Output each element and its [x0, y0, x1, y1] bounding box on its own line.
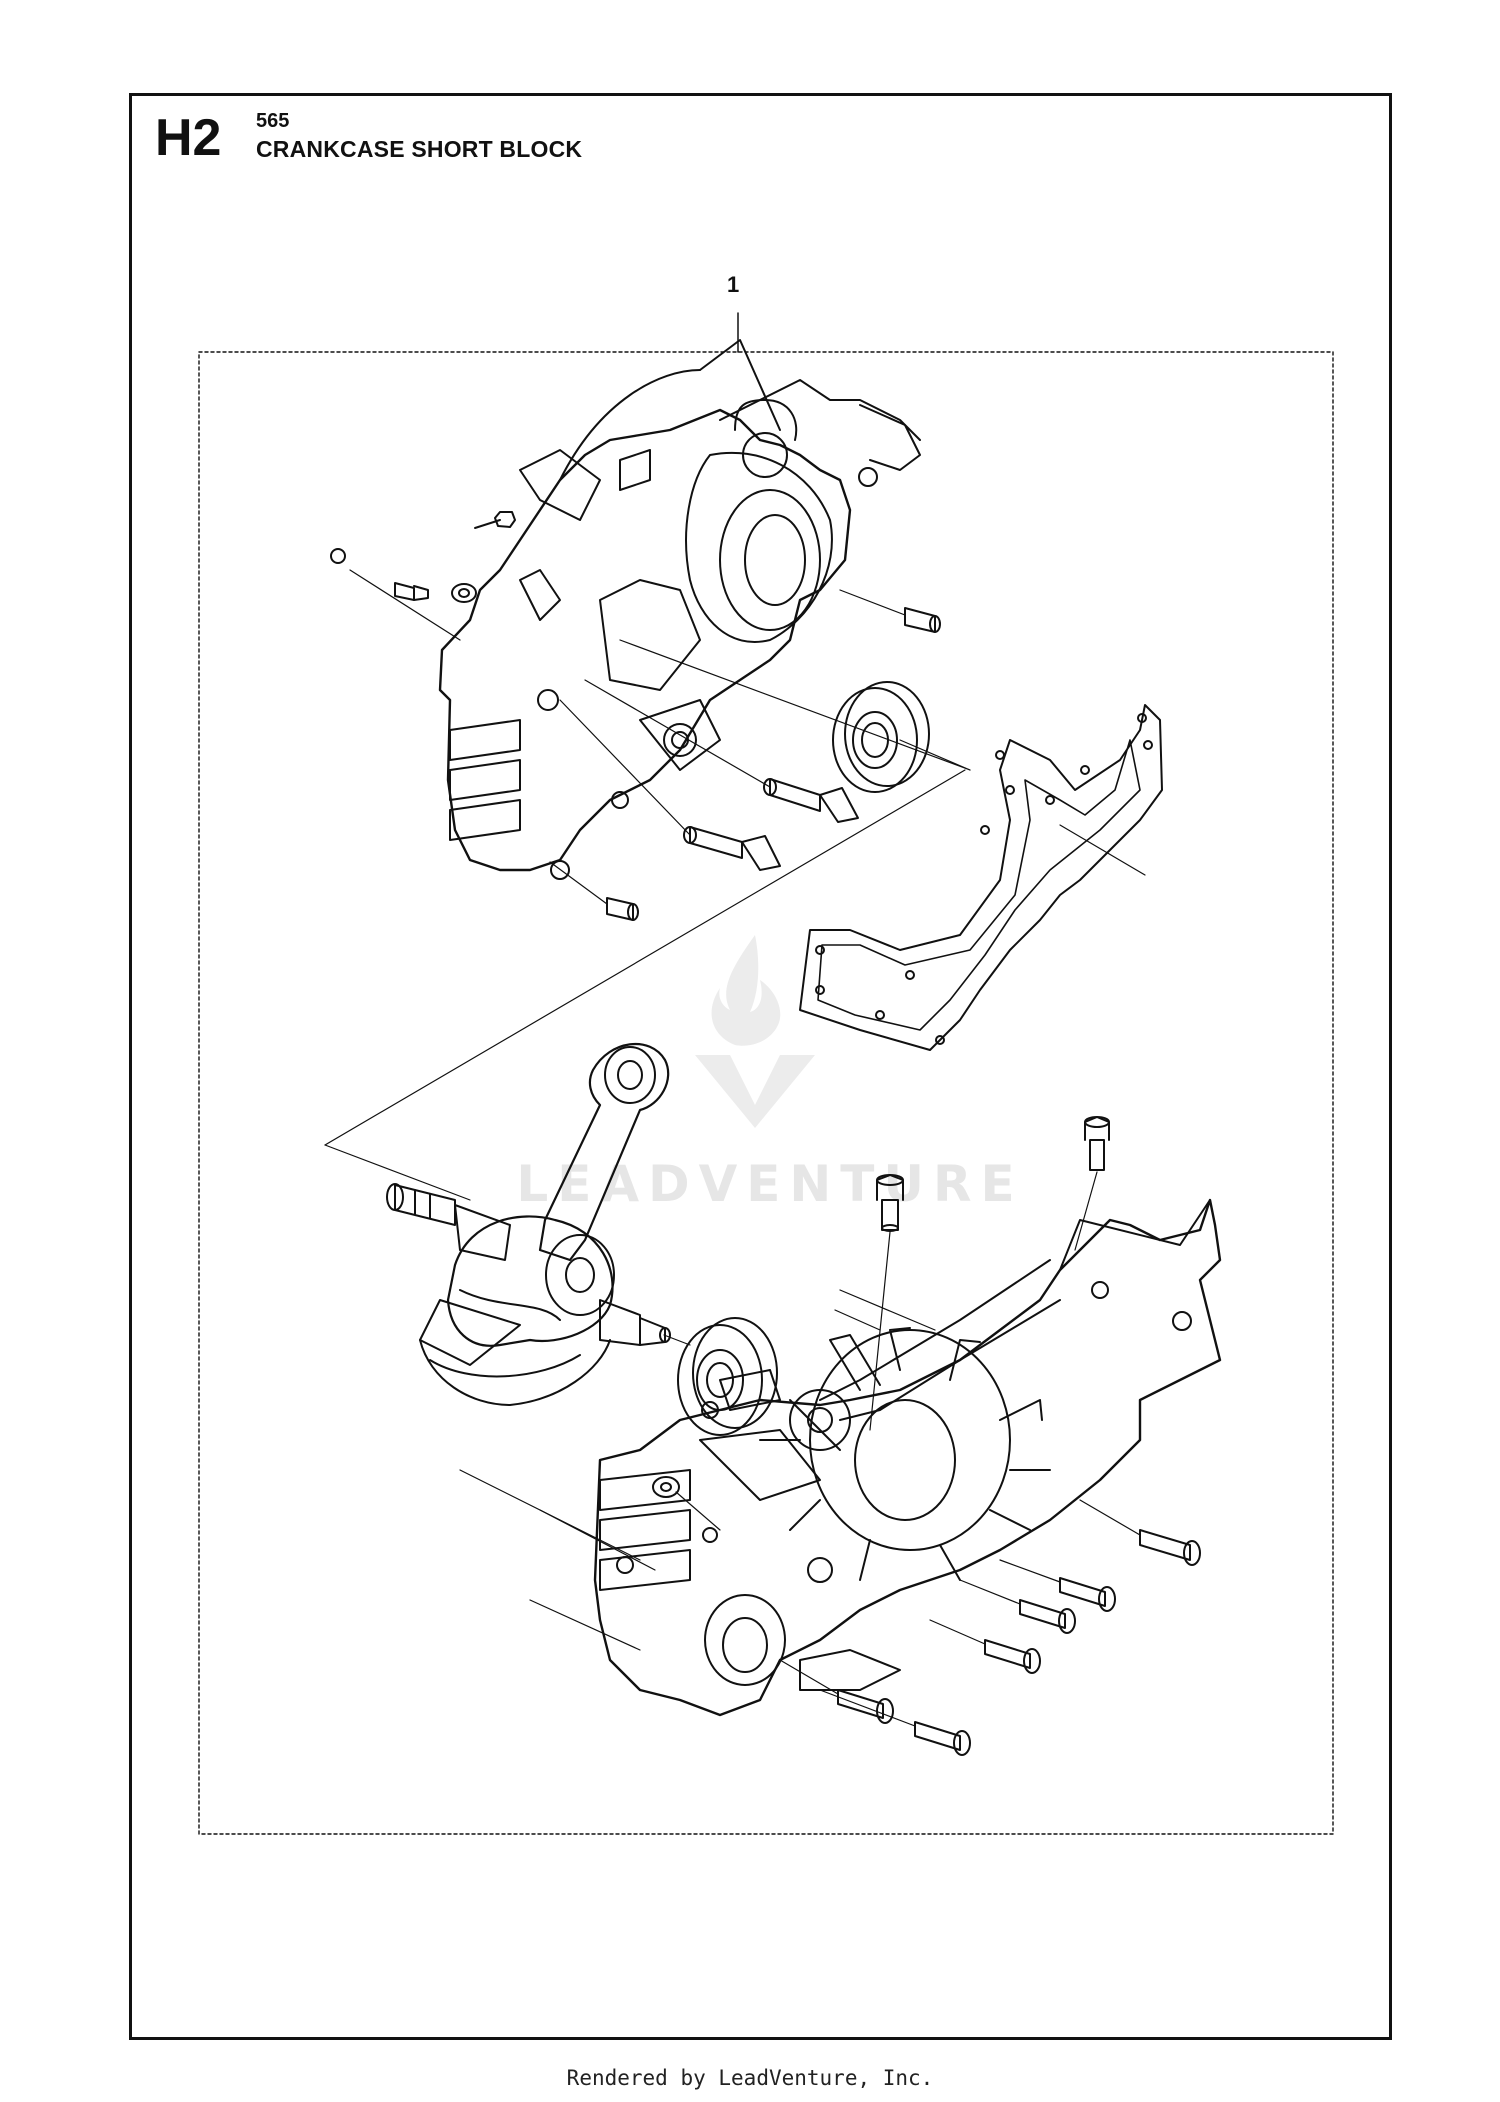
crankcase-gasket[interactable] [799, 704, 1163, 1051]
socket-head-screw[interactable] [1139, 1529, 1201, 1566]
stud-bolt[interactable] [683, 826, 781, 871]
washer[interactable] [451, 583, 477, 603]
flange-bolt[interactable] [876, 1174, 904, 1232]
callout-label[interactable]: 1 [727, 272, 740, 297]
screw-small[interactable] [394, 582, 429, 601]
washer[interactable] [330, 548, 346, 564]
page-code: H2 [155, 109, 222, 167]
ball-bearing[interactable] [832, 681, 930, 793]
crankcase-lower-half[interactable] [593, 1198, 1222, 1717]
socket-head-screw[interactable] [984, 1639, 1041, 1674]
stud-bolt[interactable] [763, 778, 859, 823]
washer[interactable] [652, 1476, 680, 1498]
flange-bolt[interactable] [1084, 1116, 1110, 1171]
dowel-pin[interactable] [606, 897, 639, 921]
socket-head-screw[interactable] [837, 1689, 894, 1724]
crankcase-upper-half[interactable] [438, 339, 921, 880]
socket-head-screw[interactable] [1059, 1577, 1116, 1612]
assembly-boundary [198, 351, 1334, 1835]
page-title: CRANKCASE SHORT BLOCK [256, 136, 583, 162]
socket-head-screw[interactable] [1019, 1599, 1076, 1634]
footer-credit: Rendered by LeadVenture, Inc. [566, 2066, 934, 2090]
fastener-plug[interactable] [474, 511, 516, 529]
dowel-pin[interactable] [904, 607, 941, 633]
crankshaft-assembly[interactable] [386, 1042, 671, 1406]
page-frame [129, 93, 1392, 2040]
socket-head-screw[interactable] [914, 1721, 971, 1756]
model-number: 565 [256, 110, 290, 132]
flame-v-logo-icon [695, 935, 815, 1128]
